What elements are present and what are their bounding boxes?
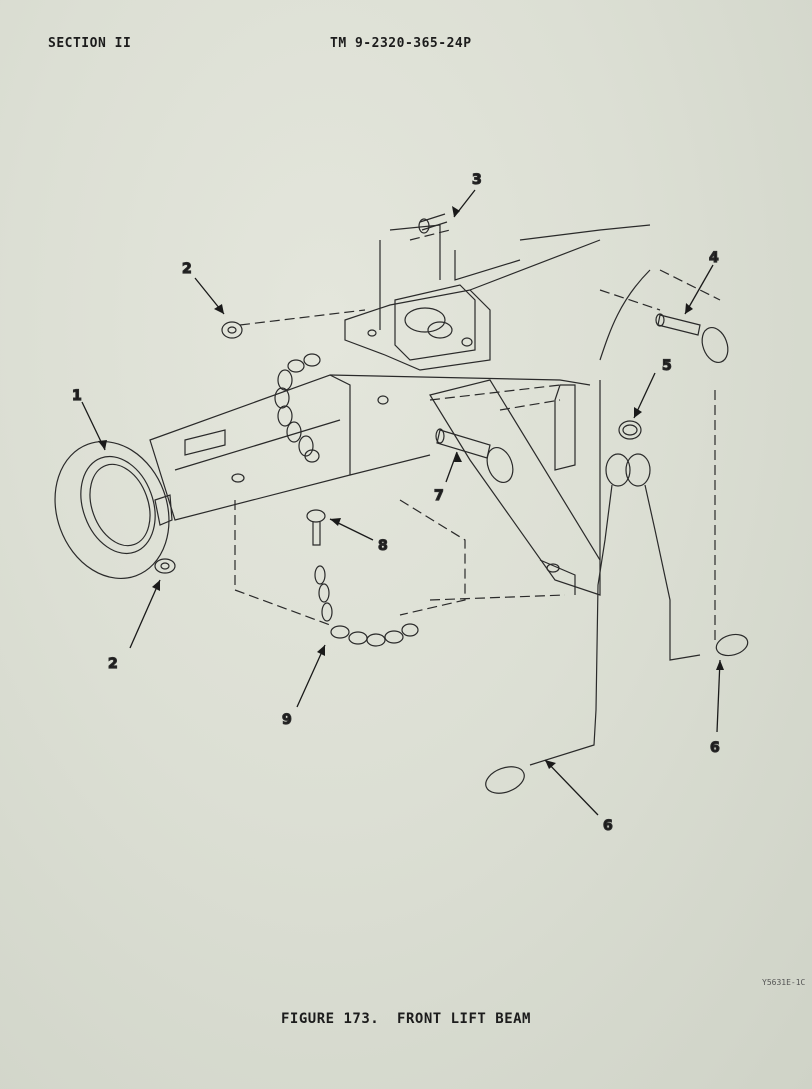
screw xyxy=(418,213,448,234)
lanyard-cable-right xyxy=(625,453,749,661)
pin-lower xyxy=(435,428,514,484)
callout-7: 7 xyxy=(434,488,444,504)
lift-beam xyxy=(149,374,591,521)
callout-6-lower: 6 xyxy=(603,818,613,834)
chain-upper xyxy=(274,353,321,463)
callout-2-lower: 2 xyxy=(108,656,118,672)
nut-upper xyxy=(221,321,243,339)
leader-arrowheads xyxy=(98,206,724,769)
callout-9: 9 xyxy=(282,712,292,728)
pin-upper xyxy=(655,313,729,364)
lanyard-cable-left xyxy=(485,453,631,794)
beam-side-panel xyxy=(429,269,651,596)
phantom-outline xyxy=(234,229,721,640)
tm-number: TM 9-2320-365-24P xyxy=(330,36,472,51)
callout-3: 3 xyxy=(472,172,482,188)
callout-6-right: 6 xyxy=(710,740,720,756)
drawing-code: Y5631E-1C xyxy=(762,978,806,987)
section-header: SECTION II xyxy=(48,36,132,51)
nut-lower xyxy=(154,558,176,574)
callout-8: 8 xyxy=(378,538,388,554)
figure-caption: FIGURE 173. FRONT LIFT BEAM xyxy=(280,1011,531,1027)
callout-1: 1 xyxy=(72,388,82,404)
reflector-disc xyxy=(54,440,173,580)
hinge-assembly xyxy=(344,224,651,371)
callout-4: 4 xyxy=(709,250,719,266)
bolt xyxy=(306,509,326,546)
callout-5: 5 xyxy=(662,358,672,374)
chain-lower xyxy=(314,565,419,647)
callout-2-upper: 2 xyxy=(182,261,192,277)
split-ring xyxy=(618,420,642,440)
leader-lines xyxy=(81,189,721,816)
